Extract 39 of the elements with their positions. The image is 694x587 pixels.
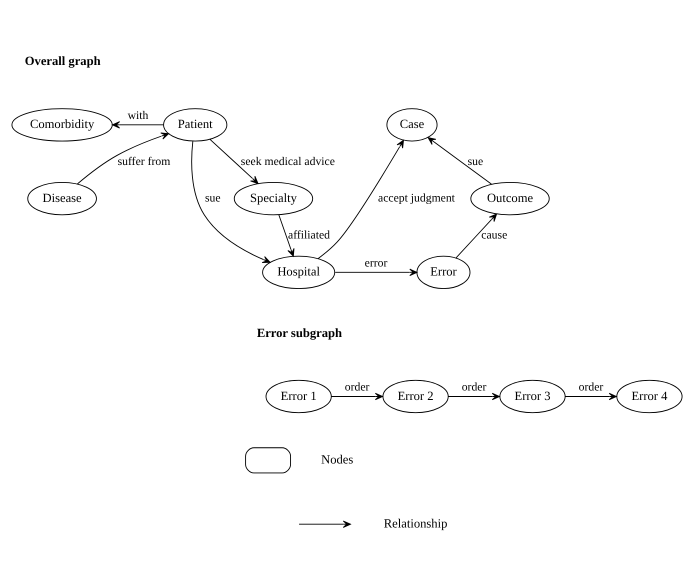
edge-label: affiliated — [288, 228, 330, 242]
edge-label: cause — [481, 228, 508, 242]
arrow — [331, 392, 383, 400]
edge-label: order — [578, 380, 604, 394]
node-ellipse: Disease — [27, 182, 97, 216]
arrow — [209, 138, 258, 184]
edge-label: error — [364, 256, 388, 270]
edge-label: order — [462, 380, 486, 394]
arrow — [456, 214, 497, 258]
edge-label: with — [128, 108, 148, 122]
edge-label: sue — [204, 192, 221, 205]
arrow — [278, 214, 294, 257]
edge-label: suffer from — [118, 154, 170, 168]
node-ellipse: Error — [416, 256, 470, 289]
legend-label: Nodes — [321, 452, 354, 467]
arrow — [112, 121, 164, 129]
arrow — [564, 392, 617, 400]
node-ellipse: Error 4 — [616, 380, 683, 414]
arrow — [76, 132, 170, 184]
label: Error subgraph — [256, 326, 342, 340]
node-ellipse: Case — [386, 108, 438, 142]
arrow — [191, 140, 271, 263]
node-ellipse: Patient — [163, 108, 228, 142]
arrow — [428, 137, 492, 185]
arrow — [318, 140, 404, 259]
node-ellipse: Comorbidity — [11, 108, 113, 142]
edge-label: order — [344, 380, 370, 394]
node-ellipse: Outcome — [470, 182, 550, 216]
node-ellipse: Error 1 — [266, 380, 332, 414]
edge-label: accept judgment — [378, 192, 455, 205]
node-ellipse: Error 2 — [382, 380, 449, 414]
edge-label: seek medical advice — [240, 154, 335, 168]
arrow — [448, 392, 500, 400]
node-ellipse: Specialty — [234, 182, 314, 216]
legend-label: Relationship — [384, 516, 448, 531]
label: Overall graph — [24, 54, 101, 68]
edge-label: sue — [468, 154, 484, 168]
arrow — [334, 268, 418, 276]
node-ellipse: Error 3 — [499, 380, 566, 414]
